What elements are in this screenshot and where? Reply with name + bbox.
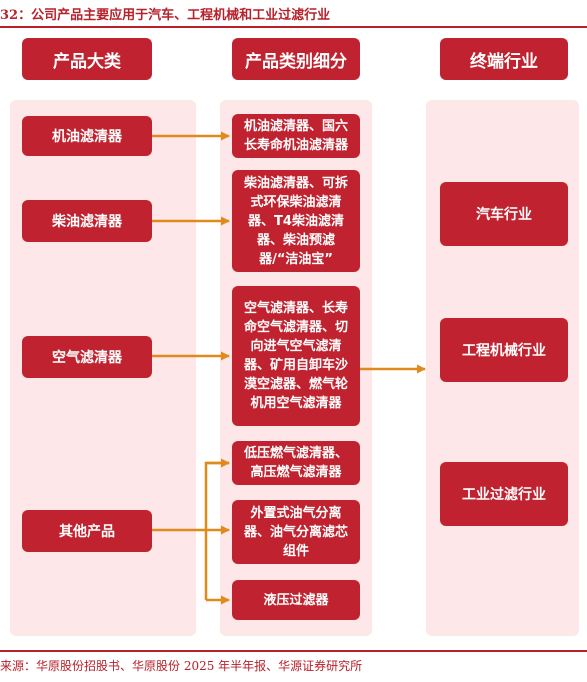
arrow-other-branch (152, 461, 229, 532)
title-divider (0, 26, 587, 28)
figure-source: 来源：华原股份招股书、华原股份 2025 年半年报、华源证券研究所 (0, 659, 363, 673)
header-product-subcategory: 产品类别细分 (232, 38, 360, 80)
subcategory-oil: 机油滤清器、国六长寿命机油滤清器 (232, 114, 360, 158)
subcategory-hydraulic: 液压过滤器 (232, 580, 360, 620)
subcategory-diesel: 柴油滤清器、可拆式环保柴油滤清器、T4柴油滤清器、柴油预滤器/“洁油宝” (232, 170, 360, 272)
subcategory-air: 空气滤清器、长寿命空气滤清器、切向进气空气滤清器、矿用自卸车沙漠空滤器、燃气轮机… (232, 286, 360, 426)
category-oil-filter: 机油滤清器 (22, 116, 152, 156)
industry-construction-machinery: 工程机械行业 (440, 318, 568, 382)
subcategory-gas: 低压燃气滤清器、高压燃气滤清器 (232, 441, 360, 485)
header-product-category: 产品大类 (22, 38, 152, 80)
industry-automotive: 汽车行业 (440, 182, 568, 246)
source-divider (0, 650, 587, 652)
category-diesel-filter: 柴油滤清器 (22, 200, 152, 242)
category-air-filter: 空气滤清器 (22, 336, 152, 378)
category-other-products: 其他产品 (22, 510, 152, 552)
figure-title: 32：公司产品主要应用于汽车、工程机械和工业过滤行业 (0, 8, 331, 23)
header-end-industry: 终端行业 (440, 38, 568, 80)
subcategory-oil-gas-separator: 外置式油气分离器、油气分离滤芯组件 (232, 500, 360, 564)
industry-industrial-filtration: 工业过滤行业 (440, 462, 568, 526)
